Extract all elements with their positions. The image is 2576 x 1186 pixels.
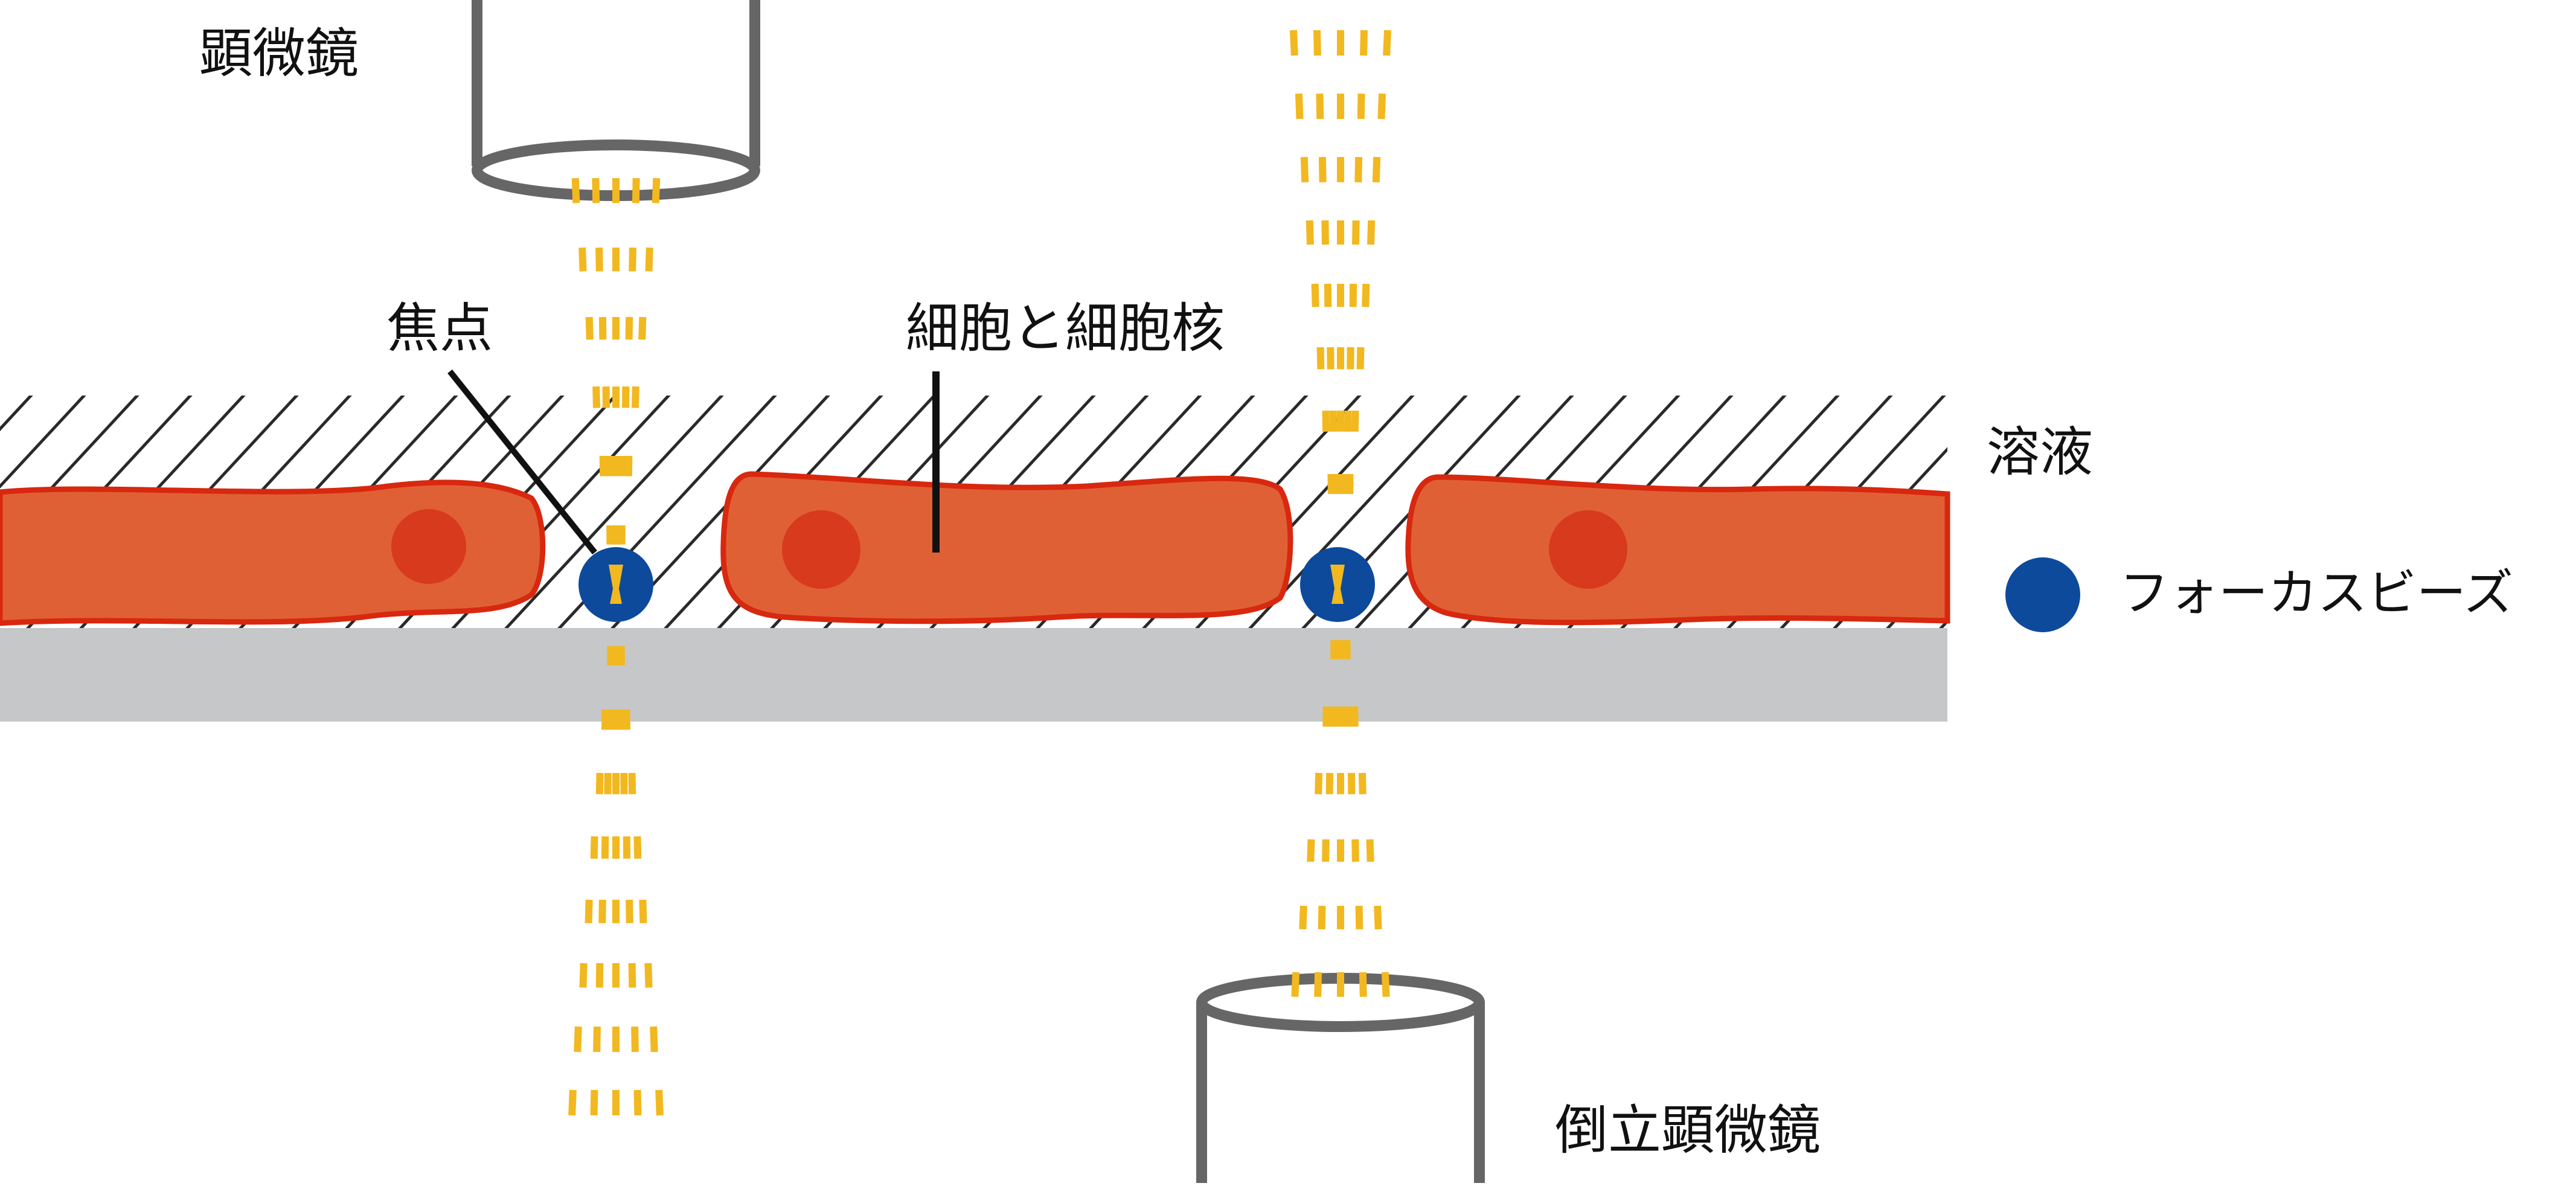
focus-beads-label: フォーカスビーズ xyxy=(2119,569,2513,618)
beam-dash xyxy=(1315,284,1316,307)
beam-dash xyxy=(594,836,595,859)
beam-dash xyxy=(596,386,597,408)
beam-dash xyxy=(1326,411,1327,432)
beam-dash xyxy=(629,317,630,339)
beam-dash xyxy=(656,178,657,203)
beam-dash xyxy=(1376,157,1377,182)
beam-dash xyxy=(575,178,577,203)
beam-dash xyxy=(653,1027,654,1052)
beam-dash xyxy=(1362,773,1363,794)
beam-dash xyxy=(1381,94,1382,119)
beam-dash xyxy=(1318,773,1319,794)
inverted-objective-lens xyxy=(1202,978,1479,1183)
beam-dash xyxy=(635,386,636,408)
focus-bead-right xyxy=(1300,547,1375,622)
beam-dash xyxy=(589,317,590,339)
beam-dash xyxy=(1325,839,1326,862)
beam-dash xyxy=(1360,347,1361,370)
upright-objective-lens xyxy=(477,0,755,196)
light-beam-right xyxy=(1293,30,1388,997)
beam-dash xyxy=(1353,284,1354,307)
beam-dash xyxy=(1363,30,1364,56)
cell-nucleus xyxy=(1549,510,1627,589)
beam-dash xyxy=(1319,94,1320,119)
beam-dash xyxy=(1365,284,1366,307)
beam-dash xyxy=(1299,94,1300,119)
glass-slide xyxy=(0,628,1947,722)
beam-dash xyxy=(1317,30,1318,56)
beam-dash xyxy=(1385,972,1386,997)
beam-dash xyxy=(629,900,630,923)
beam-dash xyxy=(1322,157,1323,182)
inverted-microscope-label: 倒立顕微鏡 xyxy=(1555,1104,1821,1157)
focal-point-label: 焦点 xyxy=(386,302,493,355)
beam-dash xyxy=(632,773,633,794)
cell-nucleus xyxy=(391,509,466,584)
beam-dash xyxy=(1326,707,1327,726)
beam-dash xyxy=(1355,839,1356,862)
beam-dash xyxy=(602,900,603,923)
beam-dash xyxy=(1355,411,1356,432)
beam-dash xyxy=(1386,30,1388,56)
beam-dash xyxy=(1302,906,1303,929)
beam-dash xyxy=(599,248,600,271)
cell-3 xyxy=(1408,477,1947,623)
beam-dash xyxy=(1361,94,1362,119)
beam-dash xyxy=(637,836,638,859)
focus-bead-left xyxy=(578,547,653,622)
solution-label: 溶液 xyxy=(1987,426,2093,479)
beam-dash xyxy=(1304,157,1305,182)
beam-dash xyxy=(1359,906,1360,929)
beam-dash xyxy=(659,1090,660,1115)
cell-nucleus xyxy=(782,510,860,589)
legend-bead-icon xyxy=(2005,557,2080,632)
beam-dash xyxy=(1310,839,1311,862)
beam-dash xyxy=(603,456,604,476)
beam-dash xyxy=(632,248,633,271)
microscope-label: 顕微鏡 xyxy=(199,27,359,80)
beam-dash xyxy=(582,248,583,271)
beam-dash xyxy=(594,1090,595,1115)
cell-2 xyxy=(723,474,1290,621)
beam-dash xyxy=(632,963,633,987)
beam-dash xyxy=(577,1027,578,1052)
beam-dash xyxy=(1295,972,1296,997)
beam-dash xyxy=(648,963,649,987)
beam-dash xyxy=(642,900,643,923)
beam-dash xyxy=(1370,839,1371,862)
beam-dash xyxy=(572,1090,573,1115)
beam-dash xyxy=(595,178,596,203)
beam-dash xyxy=(1358,157,1359,182)
beam-dash xyxy=(1293,30,1295,56)
cell-1 xyxy=(0,482,543,623)
cell-and-nucleus-label: 細胞と細胞核 xyxy=(906,302,1225,355)
beam-dash xyxy=(1354,707,1355,726)
beam-dash xyxy=(1377,906,1378,929)
